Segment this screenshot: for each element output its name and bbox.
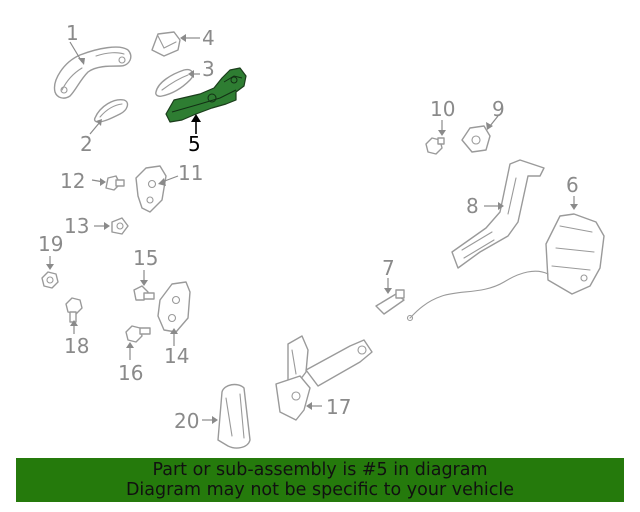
callout-17: 17	[326, 395, 351, 419]
callout-9: 9	[492, 97, 505, 121]
callout-13: 13	[64, 214, 89, 238]
callout-15: 15	[133, 246, 158, 270]
callout-1: 1	[66, 21, 79, 45]
latch-cable	[409, 270, 549, 319]
callout-11: 11	[178, 161, 203, 185]
part-1-outside-handle[interactable]	[53, 46, 132, 99]
callout-3: 3	[202, 57, 215, 81]
info-banner: Part or sub-assembly is #5 in diagram Di…	[16, 458, 624, 502]
part-15-bolt[interactable]	[133, 285, 155, 301]
callout-4: 4	[202, 26, 215, 50]
part-11-bracket[interactable]	[135, 165, 167, 213]
callout-16: 16	[118, 361, 143, 385]
callout-7: 7	[382, 256, 395, 280]
callout-6: 6	[566, 173, 579, 197]
callout-19: 19	[38, 232, 63, 256]
parts-diagram: 1 2 3 4 5 12	[38, 21, 605, 449]
part-3-gasket[interactable]	[155, 68, 194, 97]
callout-18: 18	[64, 334, 89, 358]
part-13-bolt[interactable]	[111, 217, 129, 235]
part-5-handle-frame[interactable]	[165, 67, 247, 123]
banner-line-1: Part or sub-assembly is #5 in diagram	[152, 460, 488, 480]
part-17-door-check[interactable]	[275, 335, 373, 421]
callout-14: 14	[164, 344, 189, 368]
part-14-bracket[interactable]	[157, 281, 191, 333]
callout-12: 12	[60, 169, 85, 193]
part-20-cover[interactable]	[217, 383, 251, 449]
part-18-bolt[interactable]	[65, 297, 83, 323]
callout-10: 10	[430, 97, 455, 121]
part-10-bolt[interactable]	[425, 137, 445, 155]
part-7-clip[interactable]	[375, 289, 405, 315]
banner-line-2: Diagram may not be specific to your vehi…	[125, 480, 515, 500]
callout-5: 5	[188, 132, 201, 156]
part-16-bolt[interactable]	[125, 325, 151, 343]
part-12-bolt[interactable]	[105, 175, 125, 191]
part-2-gasket[interactable]	[93, 99, 129, 123]
part-9-striker[interactable]	[461, 125, 491, 153]
callout-20: 20	[174, 409, 199, 433]
callout-2: 2	[80, 132, 93, 156]
part-19-nut[interactable]	[41, 271, 59, 289]
part-8-bracket[interactable]	[451, 159, 545, 269]
callout-8: 8	[466, 194, 479, 218]
part-6-latch[interactable]	[545, 213, 605, 295]
part-4-cap[interactable]	[151, 31, 181, 57]
